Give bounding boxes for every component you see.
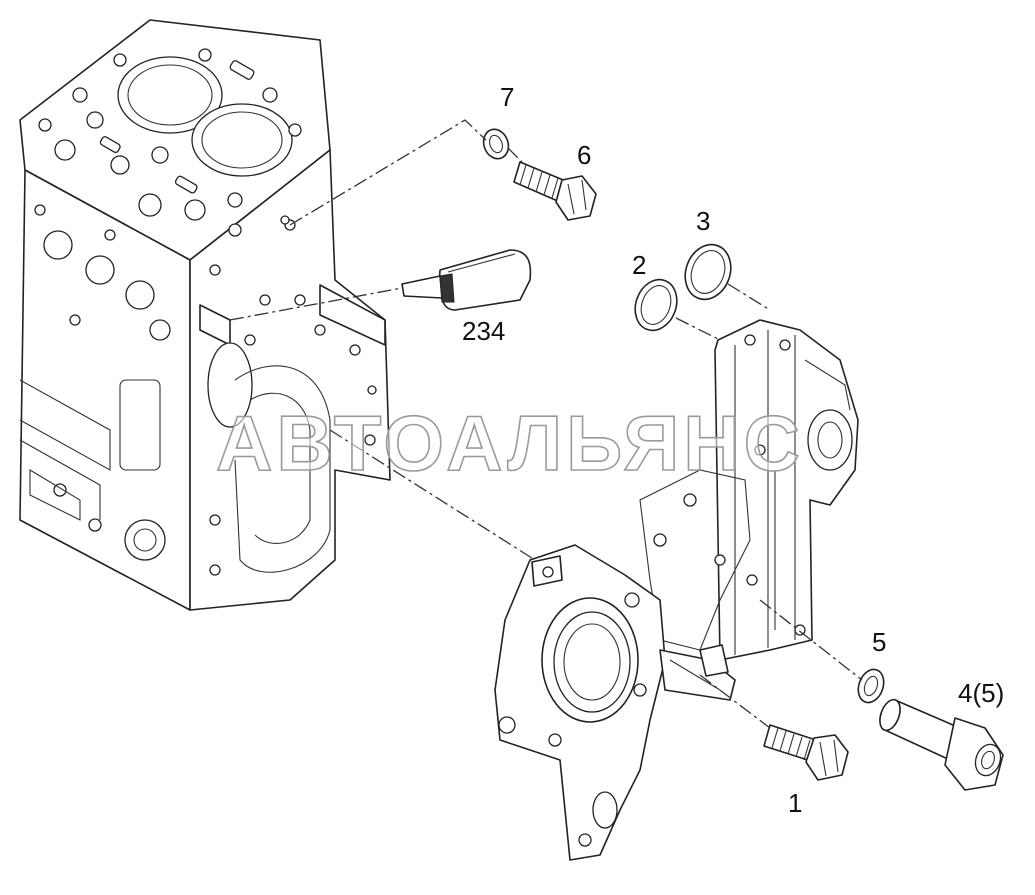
callout-5: 5 — [872, 627, 886, 657]
sensor-part-234 — [401, 249, 532, 311]
oil-cooler-cover — [714, 319, 859, 661]
o-ring-part-2 — [634, 278, 678, 332]
assembly-leader-lines — [229, 119, 863, 729]
callout-4-5: 4(5) — [958, 678, 1004, 708]
o-ring-part-3 — [684, 243, 732, 301]
bolt-part-6 — [513, 161, 597, 221]
watermark: АВТОАЛЬЯНС — [216, 399, 804, 487]
callout-7: 7 — [500, 82, 514, 112]
callout-2: 2 — [632, 250, 646, 280]
callout-6: 6 — [577, 140, 591, 170]
engine-block — [19, 19, 391, 611]
front-housing — [494, 544, 736, 861]
washer-part-5 — [857, 668, 885, 704]
bolt-part-1 — [763, 724, 849, 781]
callout-234: 234 — [462, 316, 505, 346]
callout-3: 3 — [696, 206, 710, 236]
fitting-part-4 — [879, 698, 1004, 791]
washer-part-7 — [482, 128, 510, 160]
callout-1: 1 — [788, 788, 802, 818]
